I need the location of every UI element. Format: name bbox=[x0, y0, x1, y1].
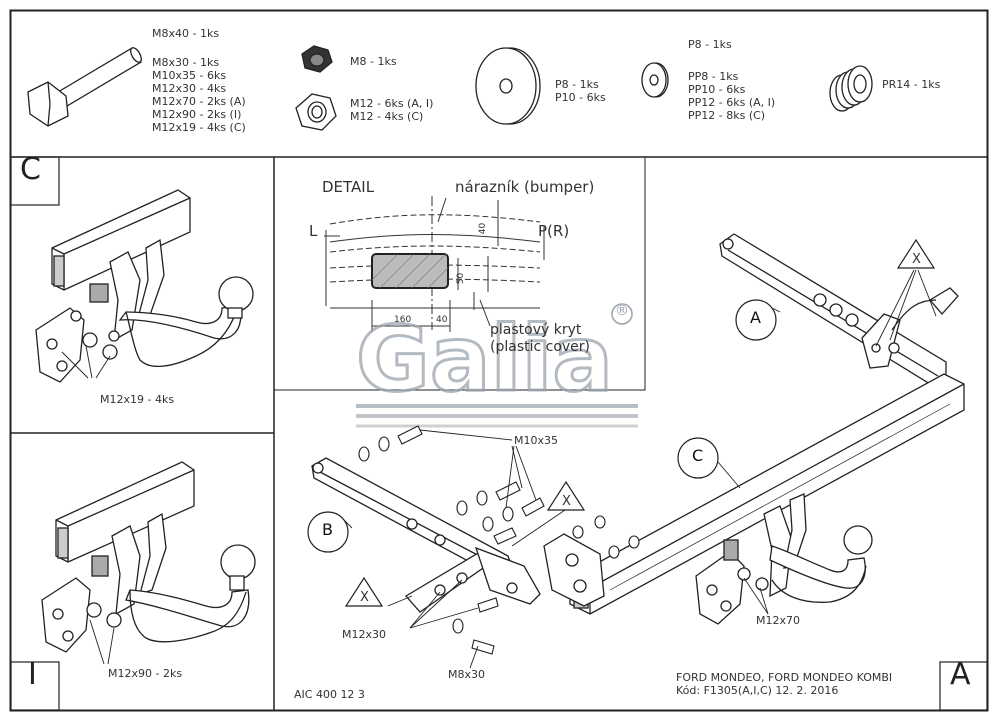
detail-cutout bbox=[371, 253, 449, 289]
detail-right-label: P(R) bbox=[538, 222, 570, 240]
hitch-a bbox=[695, 493, 873, 625]
detail-dim-160: 160 bbox=[394, 315, 412, 325]
bolt-illustration bbox=[27, 47, 142, 127]
part-washer-pp-label: PP10 - 6ks bbox=[688, 83, 746, 96]
x-marker-3-label: X bbox=[360, 590, 369, 605]
x-marker-3 bbox=[344, 576, 384, 607]
side-plate bbox=[543, 533, 605, 607]
detail-title: DETAIL bbox=[322, 178, 375, 196]
part-nut-m12-label: M12 - 6ks (A, I) bbox=[350, 97, 434, 110]
part-bolt-label: M8x40 - 1ks bbox=[152, 27, 220, 40]
detail-bumper-label: nárazník (bumper) bbox=[455, 178, 595, 196]
variant-i-letter: I bbox=[28, 657, 37, 692]
part-nut-m8-label: M8 - 1ks bbox=[350, 55, 397, 68]
part-bolt-label: M12x90 - 2ks (I) bbox=[152, 108, 242, 121]
logo-registered-mark: ® bbox=[615, 303, 629, 319]
detail-cover-label: plastový kryt bbox=[490, 322, 582, 338]
washer-p-illustration bbox=[475, 47, 541, 125]
nut-m8-illustration bbox=[301, 45, 333, 73]
variant-c-illustration bbox=[35, 189, 254, 383]
x-marker-2 bbox=[546, 480, 586, 511]
part-washer-pp-label: PP12 - 8ks (C) bbox=[688, 109, 766, 122]
detail-dim-50: 50 bbox=[456, 272, 467, 285]
x-marker-1-label: X bbox=[912, 252, 921, 267]
callout-a-label: A bbox=[750, 308, 761, 327]
part-bolt-label: M8x30 - 1ks bbox=[152, 56, 220, 69]
detail-dim-40-vertical: 40 bbox=[478, 222, 489, 235]
variant-a-letter: A bbox=[950, 657, 971, 692]
bracket-b bbox=[311, 457, 541, 613]
callout-c-label: C bbox=[692, 446, 704, 465]
drawing-code: AIC 400 12 3 bbox=[294, 688, 365, 701]
part-washer-p8-label: P8 - 1ks bbox=[688, 38, 732, 51]
vehicle-title: FORD MONDEO, FORD MONDEO KOMBI bbox=[676, 671, 893, 684]
svg-text:Galia: Galia bbox=[356, 307, 613, 412]
variant-i-bolt-label: M12x90 - 2ks bbox=[108, 667, 183, 680]
bolt-m12x70-label: M12x70 bbox=[756, 614, 800, 627]
variant-i-leaders bbox=[89, 619, 115, 665]
callout-c-circle bbox=[677, 437, 719, 479]
crossbar-c bbox=[569, 373, 965, 615]
part-washer-p-label: P8 - 1ks bbox=[555, 78, 599, 91]
detail-cover-label-en: (plastic cover) bbox=[490, 339, 591, 355]
washer-pp-illustration bbox=[641, 62, 669, 98]
nut-m12-illustration bbox=[295, 93, 337, 131]
assembly-leaders bbox=[339, 269, 937, 669]
detail-dim-40: 40 bbox=[436, 315, 448, 325]
variant-c-bolt-label: M12x19 - 4ks bbox=[100, 393, 175, 406]
variant-i-illustration bbox=[41, 461, 256, 653]
part-washer-p-label: P10 - 6ks bbox=[555, 91, 606, 104]
x-marker-1 bbox=[896, 238, 936, 269]
spring-washer-illustration bbox=[829, 65, 873, 112]
part-washer-pp-label: PP8 - 1ks bbox=[688, 70, 739, 83]
callout-b-circle bbox=[307, 511, 349, 553]
x-marker-2-label: X bbox=[562, 494, 571, 509]
bolt-m12x30-label: M12x30 bbox=[342, 628, 386, 641]
part-washer-pp-label: PP12 - 6ks (A, I) bbox=[688, 96, 776, 109]
variant-c-letter: C bbox=[20, 152, 41, 187]
part-bolt-label: M12x30 - 4ks bbox=[152, 82, 227, 95]
detail-left-label: L bbox=[309, 222, 318, 240]
galia-logo: Galia bbox=[355, 303, 638, 428]
variant-c-leaders bbox=[61, 345, 111, 379]
callout-a-circle bbox=[735, 299, 777, 341]
detail-hatch bbox=[371, 253, 449, 289]
corner-box-a bbox=[939, 661, 988, 711]
outer-frame bbox=[9, 9, 989, 712]
bolt-m8x30-label: M8x30 bbox=[448, 668, 485, 681]
corner-box-c bbox=[10, 156, 60, 206]
bracket-a bbox=[719, 233, 959, 387]
part-bolt-label: M12x70 - 2ks (A) bbox=[152, 95, 246, 108]
part-bolt-label: M10x35 - 6ks bbox=[152, 69, 227, 82]
bolt-m10x35-label: M10x35 bbox=[514, 434, 558, 447]
loose-fasteners bbox=[358, 425, 640, 655]
part-spring-label: PR14 - 1ks bbox=[882, 78, 941, 91]
part-bolt-label: M12x19 - 4ks (C) bbox=[152, 121, 246, 134]
detail-box bbox=[274, 157, 646, 391]
vehicle-code: Kód: F1305(A,I,C) 12. 2. 2016 bbox=[676, 684, 839, 697]
corner-box-i bbox=[10, 661, 60, 711]
callout-b-label: B bbox=[322, 520, 333, 539]
part-nut-m12-label: M12 - 4ks (C) bbox=[350, 110, 424, 123]
